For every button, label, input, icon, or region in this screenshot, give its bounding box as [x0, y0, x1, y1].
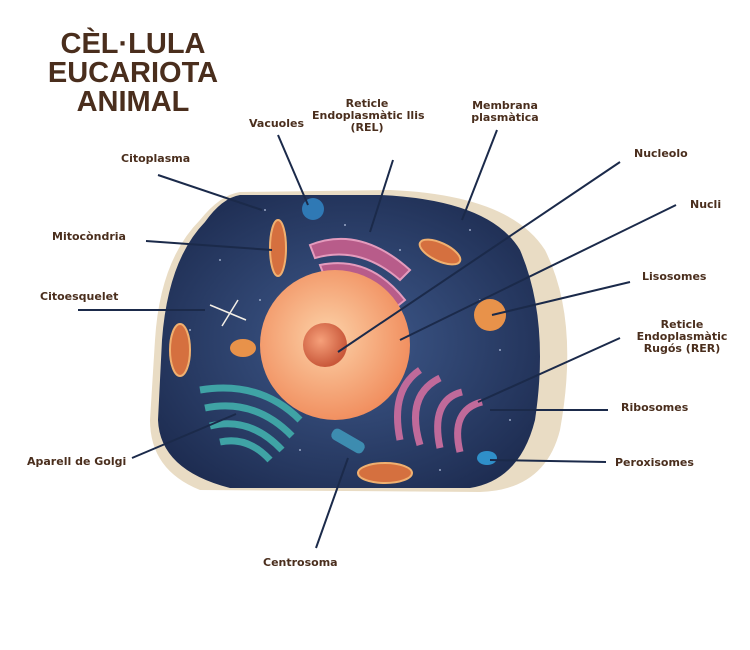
centrosome	[331, 428, 365, 454]
label-rel: Reticle Endoplasmàtic llis (REL)	[312, 97, 425, 134]
label-nucli: Nucli	[690, 198, 722, 211]
mitochondria	[169, 219, 462, 484]
rough-er	[394, 367, 484, 453]
label-line: Reticle	[345, 97, 389, 110]
title-line: CÈL·LULA	[60, 28, 206, 60]
leader-lines	[78, 129, 677, 549]
label-line: Reticle	[660, 318, 704, 331]
title-line: ANIMAL	[76, 86, 190, 118]
label-lisosomes: Lisosomes	[642, 270, 707, 283]
label-line: Endoplasmàtic llis	[312, 109, 425, 122]
vacuole	[302, 198, 324, 220]
label-mitocondria: Mitocòndria	[52, 230, 126, 243]
label-line: Membrana	[472, 99, 538, 112]
page-title: CÈL·LULA EUCARIOTA ANIMAL	[18, 30, 248, 117]
label-line: plasmàtica	[471, 111, 539, 124]
lysosome	[474, 299, 506, 331]
lysosome-small	[230, 339, 256, 357]
label-citoesquelet: Citoesquelet	[40, 290, 119, 303]
label-golgi: Aparell de Golgi	[27, 455, 127, 468]
label-line: (REL)	[350, 121, 384, 134]
peroxisome	[477, 451, 497, 465]
nucleolus	[303, 323, 347, 367]
cytoskeleton	[209, 299, 247, 327]
label-citoplasma: Citoplasma	[121, 152, 191, 165]
label-line: Rugós (RER)	[643, 342, 721, 355]
label-line: Endoplasmàtic	[636, 330, 728, 343]
label-membrana: Membrana plasmàtica	[460, 100, 550, 124]
title-line: EUCARIOTA	[47, 57, 219, 89]
label-nucleolo: Nucleolo	[634, 147, 688, 160]
label-centrosoma: Centrosoma	[263, 556, 338, 569]
label-vacuoles: Vacuoles	[249, 117, 305, 130]
label-ribosomes: Ribosomes	[621, 401, 689, 414]
label-rer: Reticle Endoplasmàtic Rugós (RER)	[632, 319, 732, 355]
golgi	[199, 384, 303, 463]
label-peroxisomes: Peroxisomes	[615, 456, 694, 469]
